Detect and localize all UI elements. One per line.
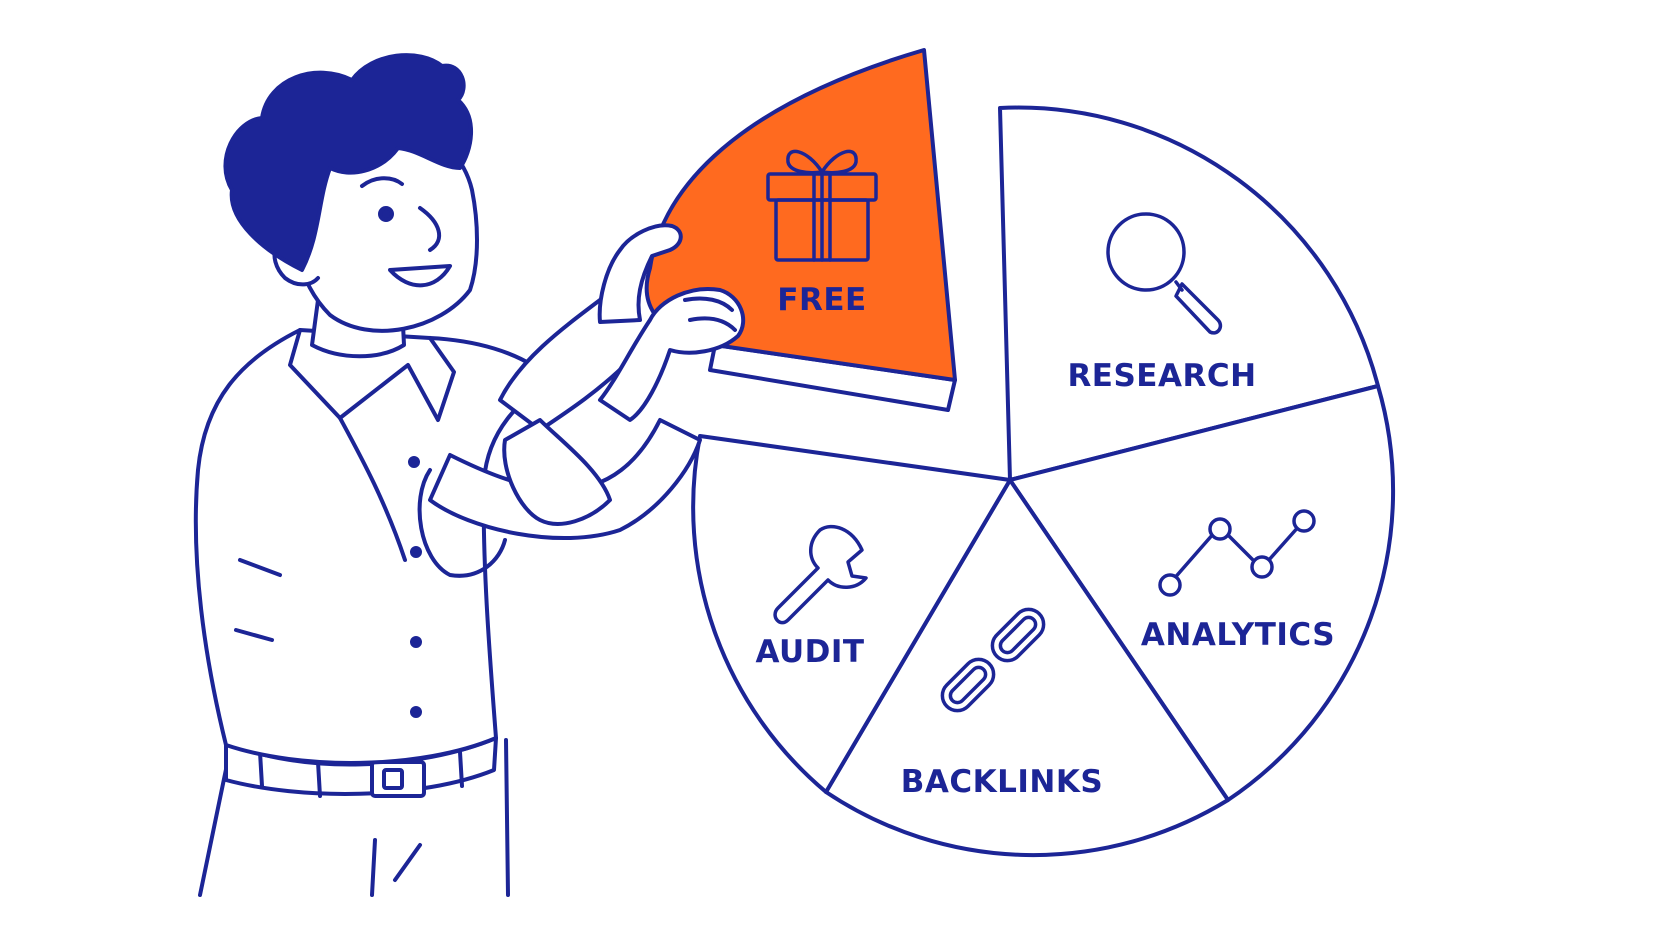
pie-chart <box>691 105 1396 858</box>
free-label: FREE <box>777 282 866 318</box>
eye <box>378 206 394 222</box>
sleeve-cuff <box>502 418 612 526</box>
analytics-label: ANALYTICS <box>1141 617 1335 653</box>
shirt <box>193 328 554 765</box>
magnifier-icon <box>1106 212 1223 335</box>
audit-label: AUDIT <box>755 634 864 670</box>
smile <box>388 264 452 288</box>
hands <box>597 223 746 422</box>
line-chart-icon <box>1158 509 1316 597</box>
pie-slice-audit <box>691 434 1012 794</box>
pie-slice-analytics <box>1008 384 1396 802</box>
hair <box>223 53 473 272</box>
shirt-collar <box>288 328 456 422</box>
belt-buckle <box>370 760 426 798</box>
backlinks-label: BACKLINKS <box>901 764 1103 800</box>
pie-slice-research <box>998 105 1380 482</box>
hand-lower <box>598 287 746 422</box>
gift-icon <box>766 149 878 262</box>
hand-upper <box>597 223 683 324</box>
wrench-icon <box>773 524 868 625</box>
person <box>193 53 702 897</box>
pie-slice-free <box>644 48 957 412</box>
chain-link-icon <box>940 607 1046 713</box>
pie-slice-backlinks <box>824 478 1230 858</box>
research-label: RESEARCH <box>1067 358 1256 394</box>
